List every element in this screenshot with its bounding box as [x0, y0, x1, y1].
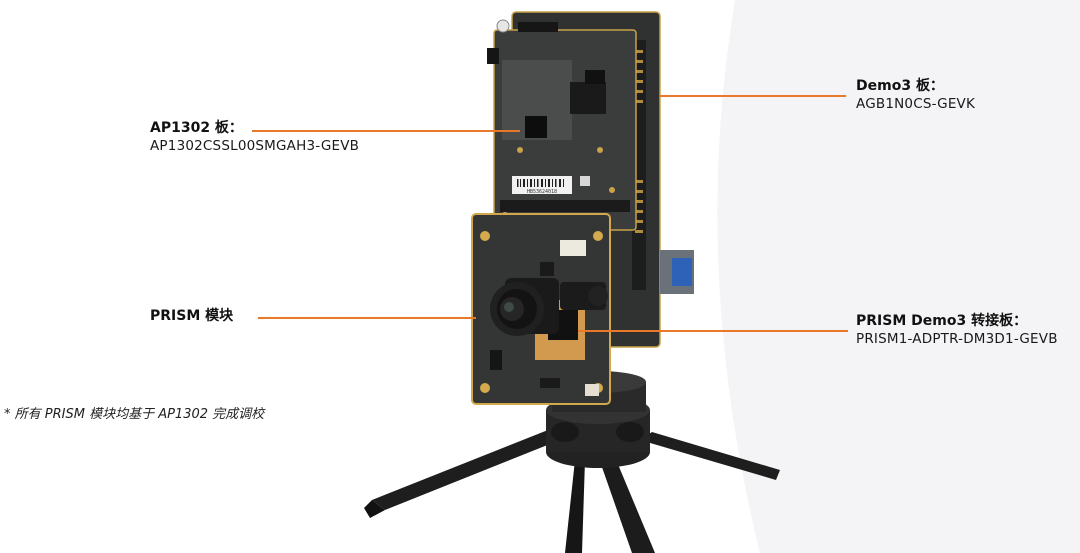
footnote: * 所有 PRISM 模块均基于 AP1302 完成调校	[4, 407, 265, 422]
callout-ap1302-part: AP1302CSSL00SMGAH3-GEVB	[150, 137, 360, 154]
leader-line-demo3	[660, 95, 846, 97]
callout-ap1302: AP1302 板： AP1302CSSL00SMGAH3-GEVB	[150, 120, 359, 154]
prism-adapter-board	[471, 213, 611, 405]
leader-line-adapter	[578, 330, 848, 332]
callout-prism-module-title: PRISM 模块	[150, 308, 234, 324]
callout-demo3: Demo3 板： AGB1N0CS-GEVK	[856, 78, 975, 112]
callout-prism-module: PRISM 模块	[150, 308, 233, 326]
callout-adapter: PRISM Demo3 转接板： PRISM1-ADPTR-DM3D1-GEVB	[856, 313, 1058, 347]
callout-adapter-title: PRISM Demo3 转接板：	[856, 313, 1028, 329]
callout-ap1302-title: AP1302 板：	[150, 120, 243, 136]
barcode-label: HB53624018	[527, 189, 557, 195]
callout-demo3-title: Demo3 板：	[856, 78, 944, 94]
callout-adapter-part: PRISM1-ADPTR-DM3D1-GEVB	[856, 330, 1058, 347]
callout-demo3-part: AGB1N0CS-GEVK	[856, 95, 976, 112]
leader-line-prism-module	[258, 317, 476, 319]
ap1302-board: HB53624018	[487, 19, 637, 231]
leader-line-ap1302	[252, 130, 520, 132]
